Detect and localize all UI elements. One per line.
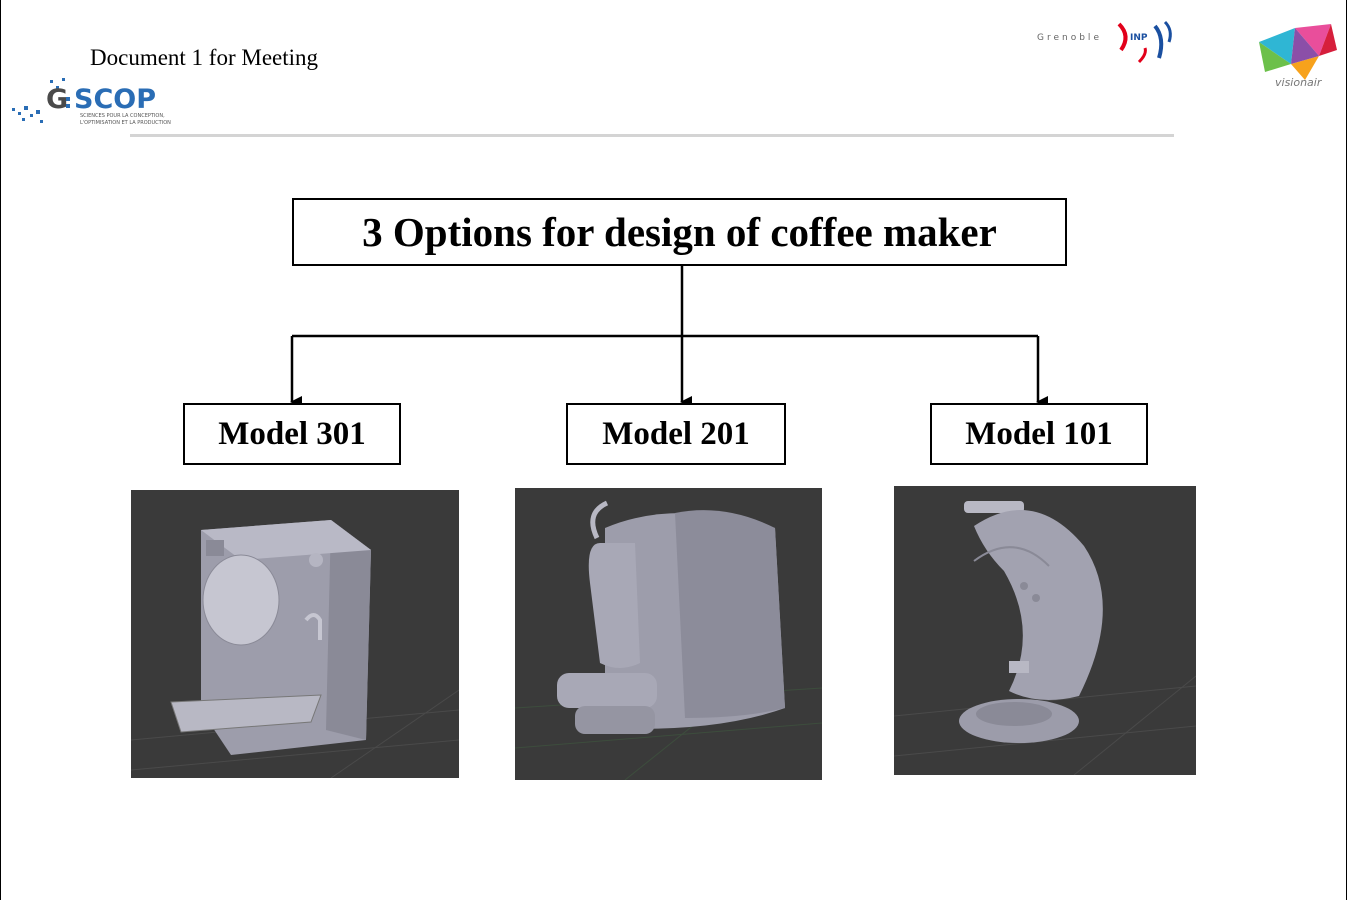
model-301-box: Model 301 [183, 403, 401, 465]
gscop-tagline-1: SCIENCES POUR LA CONCEPTION, [80, 113, 165, 119]
visionair-logo: visionair [1245, 2, 1345, 92]
model-201-box: Model 201 [566, 403, 786, 465]
visionair-wordmark: visionair [1275, 76, 1323, 89]
gscop-wordmark: G [46, 84, 68, 115]
root-node: 3 Options for design of coffee maker [292, 198, 1067, 266]
grenoble-inp-logo: Grenoble INP [1035, 20, 1220, 72]
model-101-box: Model 101 [930, 403, 1148, 465]
model-301-render [131, 490, 459, 778]
gscop-logo: G SCOP SCIENCES POUR LA CONCEPTION, L'OP… [10, 70, 210, 140]
svg-text:SCOP: SCOP [74, 84, 156, 115]
header-divider [130, 134, 1174, 137]
model-101-render [894, 486, 1196, 775]
gscop-tagline-2: L'OPTIMISATION ET LA PRODUCTION [80, 120, 171, 126]
inp-wordmark-right: INP [1130, 33, 1148, 43]
inp-wordmark-left: Grenoble [1037, 33, 1102, 43]
document-title: Document 1 for Meeting [90, 45, 319, 70]
model-201-render [515, 488, 822, 780]
